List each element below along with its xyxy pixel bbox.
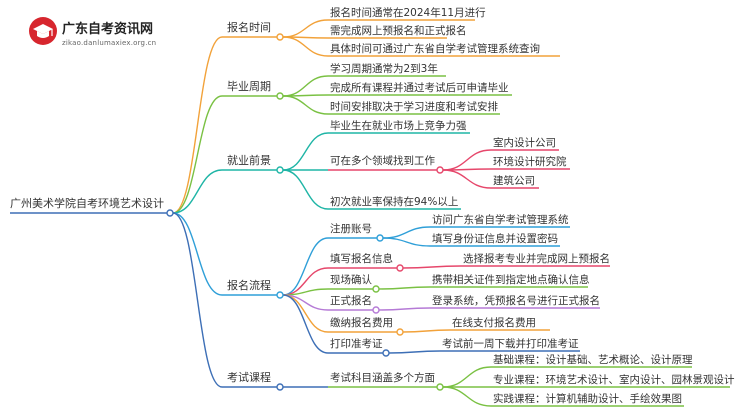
mindmap-connector (282, 75, 329, 97)
process-step-register: 注册账号 (330, 222, 372, 235)
leaf-employment-field-2: 环境设计研究院 (493, 155, 567, 168)
mindmap-connector (282, 294, 329, 333)
branch-node-dot (276, 383, 284, 391)
sub-node-dot (372, 306, 380, 314)
sub-node-dot (372, 285, 380, 293)
leaf-registration-time-2: 需完成网上预报名和正式报名 (330, 24, 467, 37)
process-step-fill-info: 填写报名信息 (330, 252, 393, 265)
process-onsite-detail: 携带相关证件到指定地点确认信息 (432, 273, 590, 286)
branch-employment-label: 就业前景 (227, 153, 271, 167)
branch-process-label: 报名流程 (227, 278, 271, 292)
leaf-graduation-cycle-1: 学习周期通常为2到3年 (330, 62, 438, 75)
mindmap-connector (442, 149, 492, 171)
sub-node-dot (376, 234, 384, 242)
mindmap-connector (282, 288, 329, 296)
branch-registration-time-label: 报名时间 (227, 20, 271, 34)
process-step-print-ticket: 打印准考证 (330, 337, 383, 350)
mindmap-connector (282, 95, 329, 115)
sub-node-dot (382, 349, 390, 357)
sub-node-dot (436, 383, 444, 391)
mindmap-connector (282, 36, 329, 57)
branch-node-dot (276, 166, 284, 174)
process-register-detail-1: 访问广东省自学考试管理系统 (432, 213, 569, 226)
leaf-employment-3: 初次就业率保持在94%以上 (330, 195, 458, 208)
courses-scope: 考试科目涵盖多个方面 (330, 371, 435, 384)
site-logo[interactable]: 广东自考资讯网 zikao.danlumaxiex.org.cn (28, 14, 228, 58)
mindmap-connector (172, 169, 223, 214)
mindmap-connector (442, 169, 492, 189)
logo-subtitle: zikao.danlumaxiex.org.cn (62, 39, 157, 47)
process-print-detail: 考试前一周下载并打印准考证 (442, 337, 579, 350)
branch-graduation-cycle-label: 毕业周期 (227, 80, 271, 93)
mindmap-connector (402, 329, 451, 333)
mindmap-connector (442, 366, 492, 388)
graduation-cap-icon (29, 17, 57, 45)
mindmap-connector (402, 265, 462, 269)
mindmap-connector (172, 212, 223, 388)
branch-courses-label: 考试课程 (227, 371, 271, 384)
leaf-registration-time-3: 具体时间可通过广东省自学考试管理系统查询 (330, 42, 540, 55)
process-step-onsite-confirm: 现场确认 (330, 273, 372, 286)
mindmap-connector (172, 95, 223, 214)
courses-practice: 实践课程：计算机辅助设计、手绘效果图 (493, 392, 682, 405)
process-step-formal-register: 正式报名 (330, 294, 372, 307)
branch-node-dot (276, 33, 284, 41)
mindmap-root-label: 广州美术学院自考环境艺术设计 (10, 196, 164, 210)
mindmap-connector (282, 237, 329, 296)
leaf-registration-time-1: 报名时间通常在2024年11月进行 (330, 6, 486, 19)
process-pay-detail: 在线支付报名费用 (452, 316, 536, 329)
mindmap-connector (172, 212, 223, 296)
root-node-dot (166, 209, 174, 217)
process-fill-info-detail: 选择报考专业并完成网上预报名 (463, 252, 610, 265)
leaf-employment-1: 毕业生在就业市场上竞争力强 (330, 119, 467, 132)
mindmap-connector (282, 169, 329, 210)
mindmap-connector (382, 237, 431, 247)
sub-node-dot (436, 166, 444, 174)
mindmap-connector (382, 226, 431, 239)
mindmap-connector (378, 307, 431, 311)
logo-title: 广东自考资讯网 (62, 22, 154, 37)
process-formal-detail: 登录系统，凭预报名号进行正式报名 (432, 294, 600, 307)
mindmap-connector (282, 19, 329, 38)
mindmap-connector (388, 350, 441, 354)
branch-node-dot (276, 92, 284, 100)
leaf-graduation-cycle-2: 完成所有课程并通过考试后可申请毕业 (330, 81, 509, 94)
leaf-graduation-cycle-3: 时间安排取决于学习进度和考试安排 (330, 100, 498, 113)
process-register-detail-2: 填写身份证信息并设置密码 (432, 232, 558, 245)
mindmap-connector (442, 386, 492, 407)
mindmap-connector (282, 267, 329, 296)
mindmap-connector (282, 132, 329, 171)
mindmap-connector (172, 36, 223, 214)
leaf-employment-field-1: 室内设计公司 (493, 136, 556, 149)
branch-node-dot (276, 291, 284, 299)
sub-node-dot (396, 264, 404, 272)
process-step-pay-fee: 缴纳报名费用 (330, 316, 393, 329)
leaf-employment-fields: 可在多个领域找到工作 (330, 154, 435, 167)
sub-node-dot (396, 328, 404, 336)
mindmap-connector (282, 294, 329, 354)
leaf-employment-field-3: 建筑公司 (493, 174, 535, 187)
courses-major: 专业课程：环境艺术设计、室内设计、园林景观设计 (493, 373, 735, 386)
mindmap-connector (378, 286, 431, 290)
courses-basic: 基础课程：设计基础、艺术概论、设计原理 (493, 353, 693, 366)
